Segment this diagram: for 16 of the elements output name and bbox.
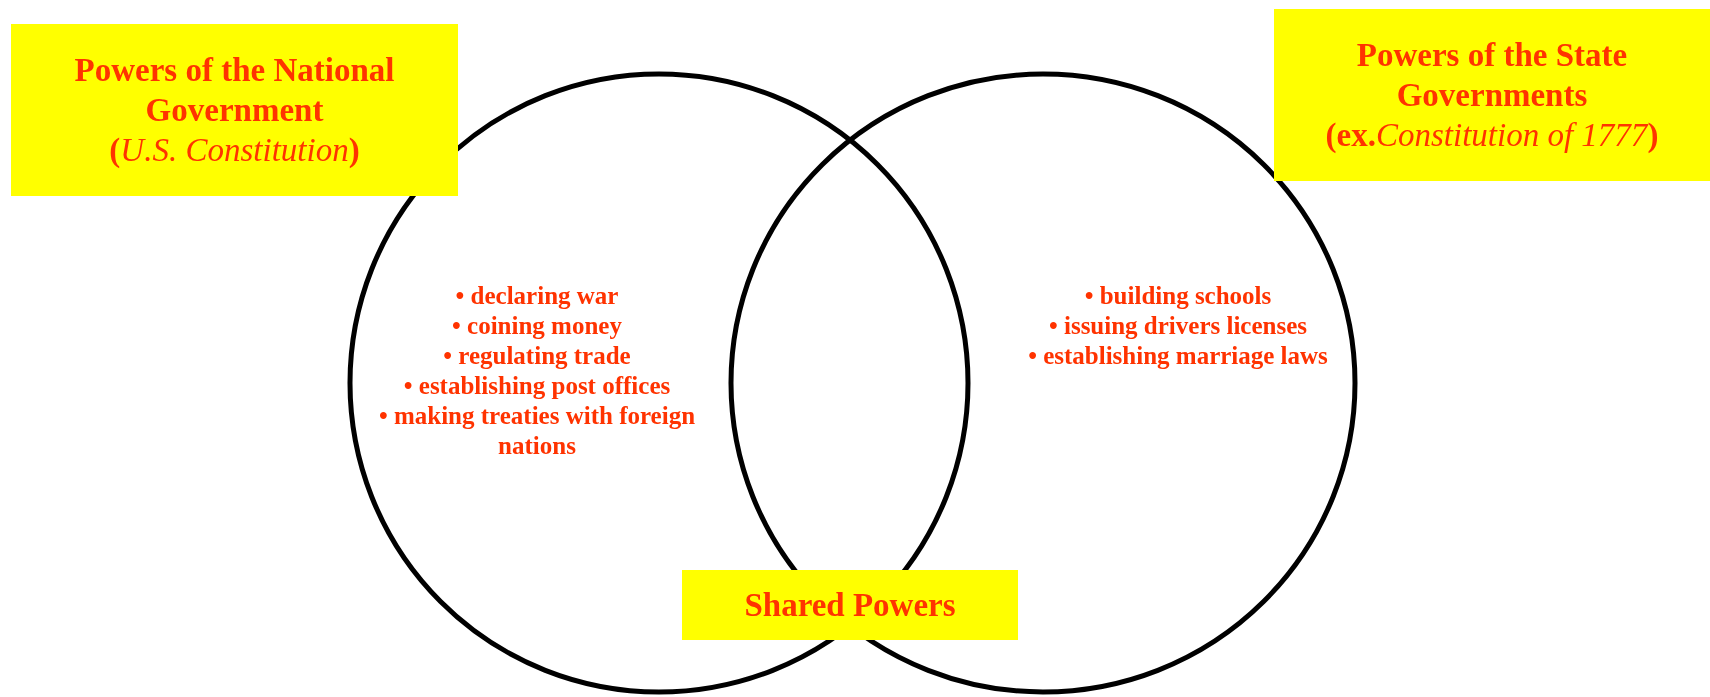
heading-text: Powers of the State Governments	[1355, 36, 1629, 115]
list-item: • establishing post offices	[402, 371, 672, 401]
heading-box	[1274, 9, 1710, 181]
heading-box	[11, 24, 458, 196]
list-item: • issuing drivers licenses	[1047, 311, 1309, 341]
list-item: • regulating trade	[442, 341, 632, 371]
heading-text: Powers of the National Government	[73, 51, 396, 130]
list-item: • declaring war	[454, 281, 620, 311]
heading-text: (ex.Constitution of 1777)	[1324, 116, 1660, 155]
list-item: • building schools	[1083, 281, 1273, 311]
label-box	[682, 570, 1018, 640]
heading-text: Shared Powers	[743, 586, 957, 625]
list-item: • making treaties with foreign nations	[377, 401, 697, 461]
list-item: • coining money	[451, 311, 623, 341]
heading-text: (U.S. Constitution)	[108, 131, 361, 170]
list-item: • establishing marriage laws	[1027, 341, 1329, 371]
